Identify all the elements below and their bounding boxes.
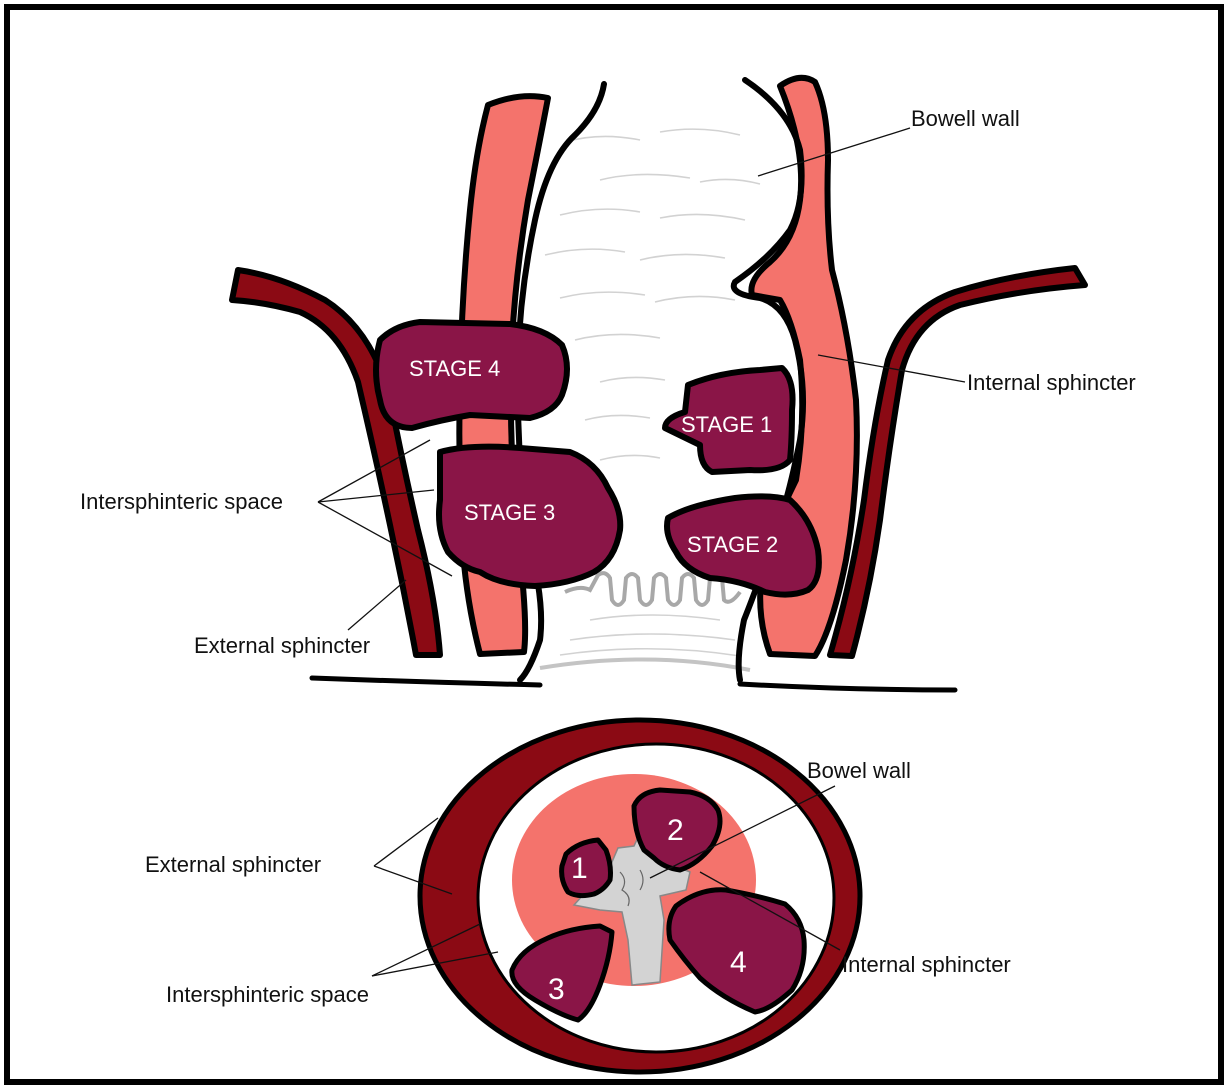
label-intersphincteric-space-cross: Intersphinteric space [166, 982, 369, 1007]
label-internal-sphincter-long: Internal sphincter [967, 370, 1136, 395]
label-bowel-wall-cross: Bowel wall [807, 758, 911, 783]
label-external-sphincter-cross: External sphincter [145, 852, 321, 877]
label-internal-sphincter-cross: Internal sphincter [842, 952, 1011, 977]
stage-2-label: STAGE 2 [687, 532, 778, 557]
label-intersphincteric-space-long: Intersphinteric space [80, 489, 283, 514]
abscess-3-number: 3 [548, 973, 565, 1006]
abscess-2-number: 2 [667, 814, 684, 847]
abscess-1-number: 1 [571, 852, 588, 885]
stage-3-label: STAGE 3 [464, 500, 555, 525]
label-bowel-wall-long: Bowell wall [911, 106, 1020, 131]
abscess-4-number: 4 [730, 946, 747, 979]
stage-1-label: STAGE 1 [681, 412, 772, 437]
stage-4-label: STAGE 4 [409, 356, 500, 381]
label-external-sphincter-long: External sphincter [194, 633, 370, 658]
